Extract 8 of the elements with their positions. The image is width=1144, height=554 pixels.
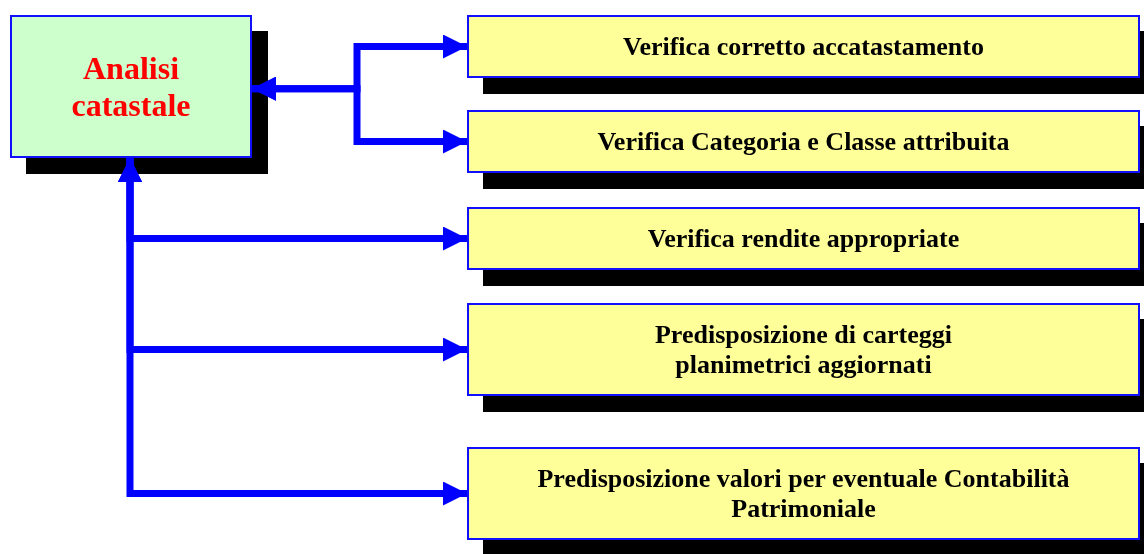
arrow xyxy=(252,76,467,154)
box-text: Predisposizione valori per eventuale Contabilità Patrimoniale xyxy=(536,463,1071,524)
box-text: Analisi catastale xyxy=(70,49,192,124)
box-text: Verifica corretto accatastamento xyxy=(623,31,984,62)
arrow xyxy=(118,158,467,506)
box-text: Predisposizione di carteggi planimetrici aggiornati xyxy=(653,319,953,380)
box-text: Verifica Categoria e Classe attribuita xyxy=(597,126,1010,157)
box-text: Verifica rendite appropriate xyxy=(647,223,960,254)
